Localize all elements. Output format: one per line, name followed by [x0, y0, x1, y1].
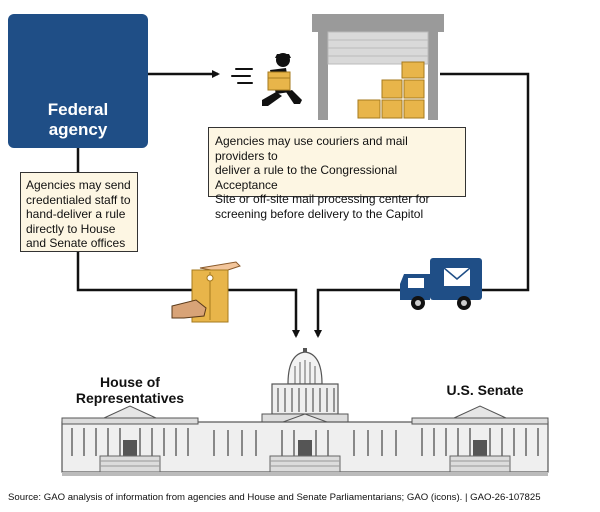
courier-delivery-note: Agencies may use couriers and mail provi…	[208, 127, 466, 221]
federal-agency-label: Federal agency	[8, 100, 148, 140]
staff-note-line: credentialed staff to	[26, 192, 131, 207]
mail-processing-warehouse-icon	[312, 14, 444, 120]
courier-note-line: Site or off-site mail processing center …	[215, 192, 430, 206]
staff-note-line: and Senate offices	[26, 236, 126, 250]
running-courier-icon	[231, 53, 302, 106]
us-capitol-icon	[61, 348, 549, 476]
courier-note-line: Agencies may use couriers and mail provi…	[215, 134, 408, 163]
staff-note-line: hand-deliver a rule	[26, 207, 126, 221]
connector-facility-to-senate	[314, 72, 530, 338]
courier-note-line: screening before delivery to the Capitol	[215, 206, 424, 221]
house-label-line2: Representatives	[75, 390, 185, 406]
staff-note-line: directly to House	[26, 221, 116, 236]
hand-delivered-envelope-icon	[171, 261, 241, 323]
source-footnote: Source: GAO analysis of information from…	[8, 492, 541, 503]
courier-note-line: deliver a rule to the Congressional Acce…	[215, 163, 398, 192]
federal-agency-label-line1: Federal	[47, 100, 109, 119]
us-senate-label: U.S. Senate	[446, 382, 524, 398]
federal-agency-label-line2: agency	[48, 120, 108, 139]
house-of-representatives-label: House of Representatives	[70, 374, 190, 406]
staff-delivery-note: Agencies may send credentialed staff to …	[20, 172, 138, 252]
federal-agency-box: Federal agency	[8, 14, 148, 148]
house-label-line1: House of	[100, 374, 160, 390]
mail-truck-icon	[400, 258, 482, 310]
staff-note-line: Agencies may send	[26, 178, 131, 192]
